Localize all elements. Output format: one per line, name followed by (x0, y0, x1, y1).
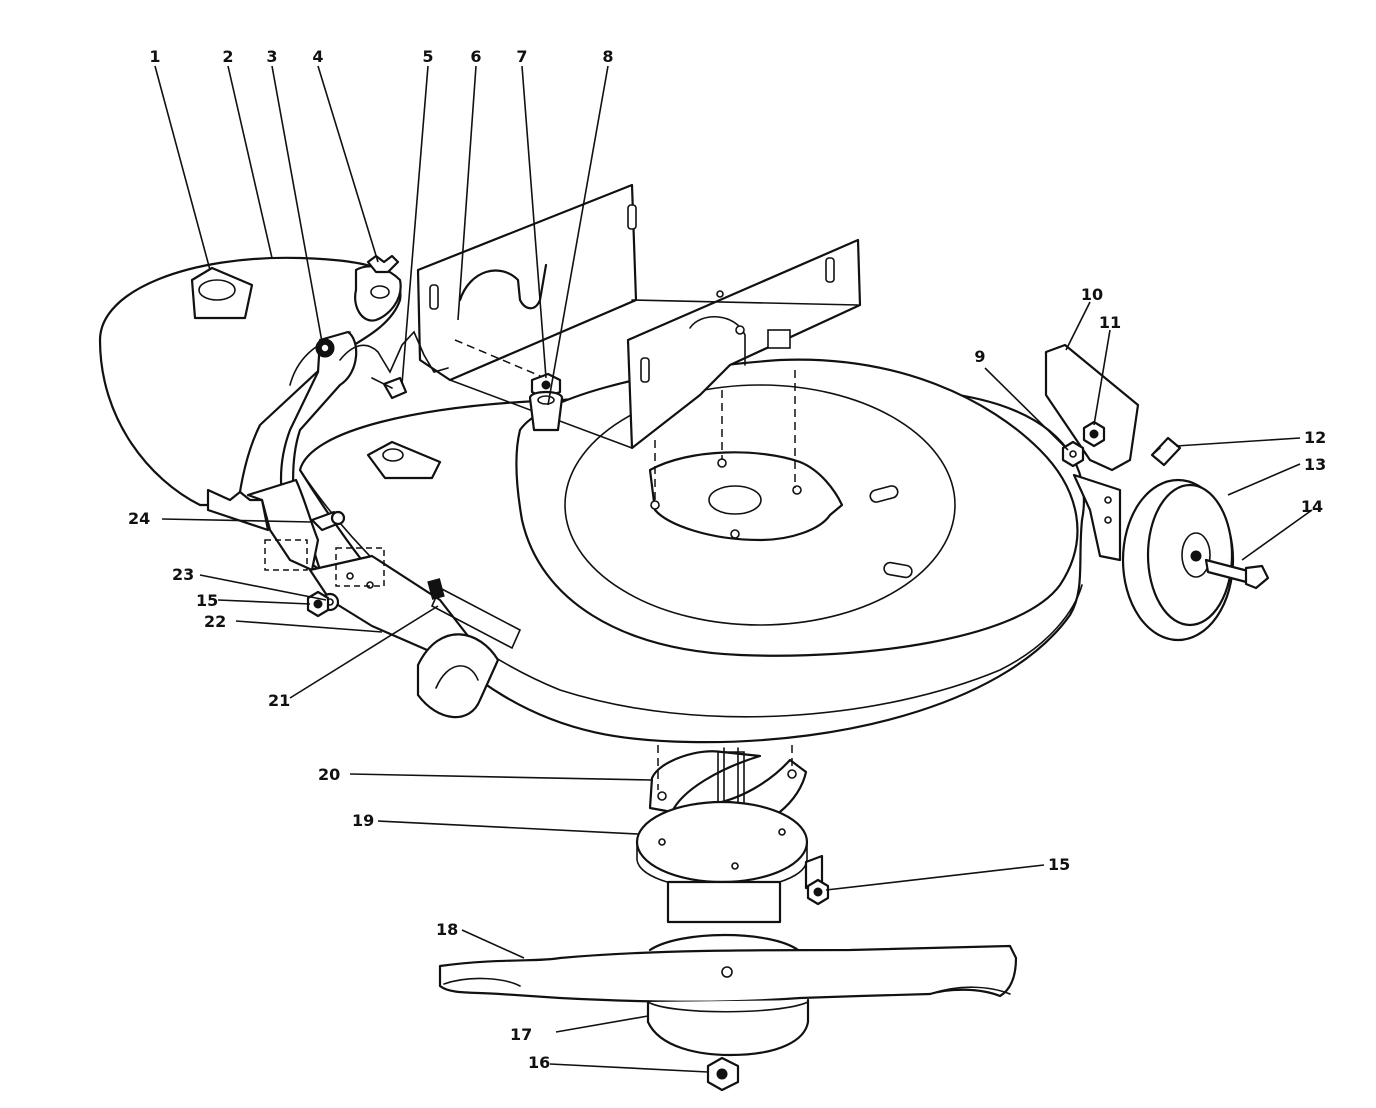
callout-12: 12 (1304, 428, 1326, 447)
leader-lines (154, 65, 1313, 1073)
callout-13: 13 (1304, 455, 1326, 474)
wing-nut (366, 254, 400, 274)
callout-16: 16 (528, 1053, 550, 1072)
nut-left (306, 590, 330, 618)
callout-19: 19 (352, 811, 374, 830)
callout-18: 18 (436, 920, 458, 939)
wheel-bolt (1204, 558, 1270, 590)
engine-mount-bracket (416, 183, 862, 500)
torsion-spring (339, 265, 449, 374)
wheel-bracket (1044, 343, 1140, 562)
callout-20: 20 (318, 765, 340, 784)
callout-24: 24 (128, 509, 150, 528)
shoulder-bolt (1150, 436, 1182, 467)
mower-blade (438, 933, 1018, 1003)
callout-2: 2 (222, 47, 233, 66)
blade-retainer (646, 998, 810, 1057)
mower-deck-housing (298, 358, 1086, 744)
small-bolt (310, 510, 346, 532)
carriage-bolt (371, 376, 408, 400)
callout-1: 1 (149, 47, 160, 66)
callout-14: 14 (1301, 497, 1323, 516)
callout-3: 3 (266, 47, 277, 66)
grass-deflector (98, 256, 402, 507)
callout-22: 22 (204, 612, 226, 631)
blade-hub (635, 800, 824, 924)
callout-21: 21 (268, 691, 290, 710)
callout-9: 9 (974, 347, 985, 366)
hinge-bracket (206, 330, 358, 572)
callout-17: 17 (510, 1025, 532, 1044)
callout-labels: 1 2 3 4 5 6 7 8 9 10 11 12 13 14 15 15 1… (128, 47, 1326, 1072)
callout-6: 6 (470, 47, 481, 66)
callout-15-left: 15 (196, 591, 218, 610)
hex-nut (1061, 440, 1085, 468)
nut-right (806, 878, 830, 906)
callout-15-right: 15 (1048, 855, 1070, 874)
warning-decal (427, 578, 522, 650)
callout-10: 10 (1081, 285, 1103, 304)
callout-23: 23 (172, 565, 194, 584)
discharge-chute-handle (416, 633, 500, 719)
callout-5: 5 (422, 47, 433, 66)
callout-8: 8 (602, 47, 613, 66)
callout-7: 7 (516, 47, 527, 66)
locknut-assembly (528, 372, 564, 432)
callout-4: 4 (312, 47, 323, 66)
blade-nut (706, 1056, 740, 1092)
bracket-nut (1082, 420, 1106, 448)
wheel (1121, 478, 1235, 642)
callout-11: 11 (1099, 313, 1121, 332)
